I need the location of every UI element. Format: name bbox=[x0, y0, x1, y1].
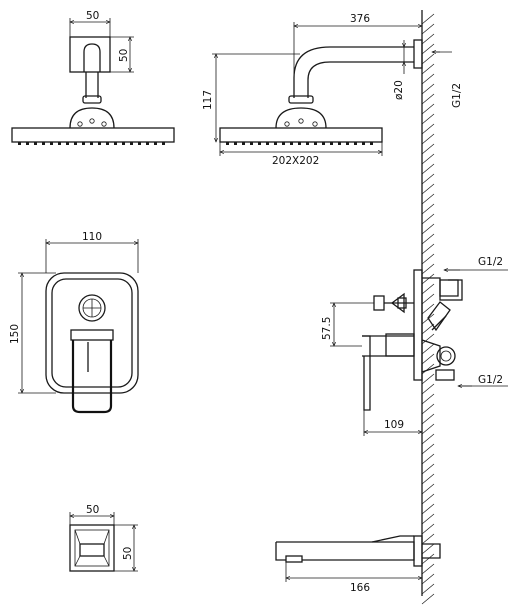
dim-head-drop: 117 bbox=[202, 54, 300, 142]
dim-valve-thread-top: G1/2 bbox=[444, 256, 508, 270]
dim-spout-plate-width: 50 bbox=[70, 504, 114, 525]
dim-label-head-size: 202X202 bbox=[272, 155, 319, 167]
dim-handle-offset: 57.5 bbox=[321, 303, 374, 346]
spout-side-view bbox=[275, 535, 441, 567]
dim-label-handle-projection: 109 bbox=[384, 419, 404, 431]
dim-plate-height: 150 bbox=[9, 273, 56, 393]
spout-front-view bbox=[69, 524, 115, 572]
dim-label-arm-length: 376 bbox=[350, 13, 370, 25]
valve-side-view bbox=[362, 269, 463, 411]
dim-label-spout-plate-width: 50 bbox=[86, 504, 99, 516]
dim-label-valve-thread-bottom: G1/2 bbox=[478, 374, 503, 386]
dim-head-size: 202X202 bbox=[220, 142, 382, 167]
dim-label-spout-plate-height: 50 bbox=[122, 547, 134, 560]
dim-head-arm-height: 50 bbox=[110, 37, 134, 72]
wall-section bbox=[421, 10, 435, 605]
dim-label-handle-offset: 57.5 bbox=[321, 317, 333, 340]
dim-spout-plate-height: 50 bbox=[114, 525, 138, 571]
dim-head-arm-width: 50 bbox=[70, 10, 110, 37]
dim-spout-length: 166 bbox=[286, 562, 422, 594]
shower-head-front-view bbox=[11, 36, 175, 145]
dim-label-head-arm-height: 50 bbox=[118, 49, 130, 62]
dim-valve-thread-bottom: G1/2 bbox=[458, 374, 508, 386]
dim-label-spout-length: 166 bbox=[350, 582, 370, 594]
dim-pipe-diameter: ø20 bbox=[393, 40, 405, 100]
dim-label-plate-height: 150 bbox=[9, 324, 21, 344]
dim-label-head-drop: 117 bbox=[202, 90, 214, 110]
dim-plate-width: 110 bbox=[46, 231, 138, 273]
dim-label-plate-width: 110 bbox=[82, 231, 102, 243]
dim-wall-thread-top: G1/2 bbox=[432, 52, 463, 108]
dim-label-valve-thread-top: G1/2 bbox=[478, 256, 503, 268]
dim-label-pipe-diameter: ø20 bbox=[393, 80, 405, 100]
mixer-plate-front-view bbox=[45, 272, 139, 414]
dim-label-head-arm-width: 50 bbox=[86, 10, 99, 22]
dim-handle-projection: 109 bbox=[364, 410, 422, 436]
shower-arm-side-view bbox=[219, 39, 423, 145]
dim-arm-length: 376 bbox=[294, 13, 422, 78]
dim-label-wall-thread-top: G1/2 bbox=[451, 83, 463, 108]
